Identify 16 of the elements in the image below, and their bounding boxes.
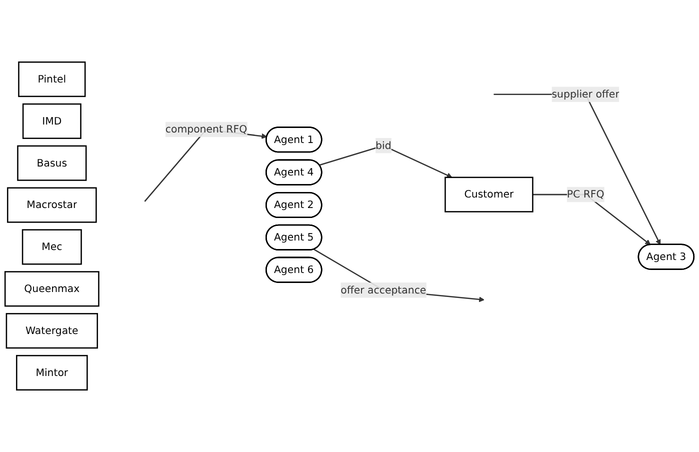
node-box: Queenmax: [4, 271, 100, 307]
edge-label: component RFQ: [165, 123, 248, 136]
node-box: IMD: [22, 103, 82, 139]
node-box: Mintor: [16, 354, 88, 391]
node-box: Mec: [22, 229, 82, 265]
edge-label: offer acceptance: [340, 284, 426, 296]
arrow: [319, 144, 452, 178]
edge-label: bid: [376, 139, 392, 152]
node-box: Pintel: [18, 61, 86, 98]
edge-label: supplier offer: [552, 88, 620, 100]
node-box: Macrostar: [7, 187, 97, 223]
arrow: [314, 248, 484, 302]
edge-label: PC RFQ: [566, 188, 604, 200]
node-box: Customer: [444, 176, 534, 212]
node-box: Watergate: [6, 313, 98, 349]
node-box: Basus: [17, 145, 87, 181]
